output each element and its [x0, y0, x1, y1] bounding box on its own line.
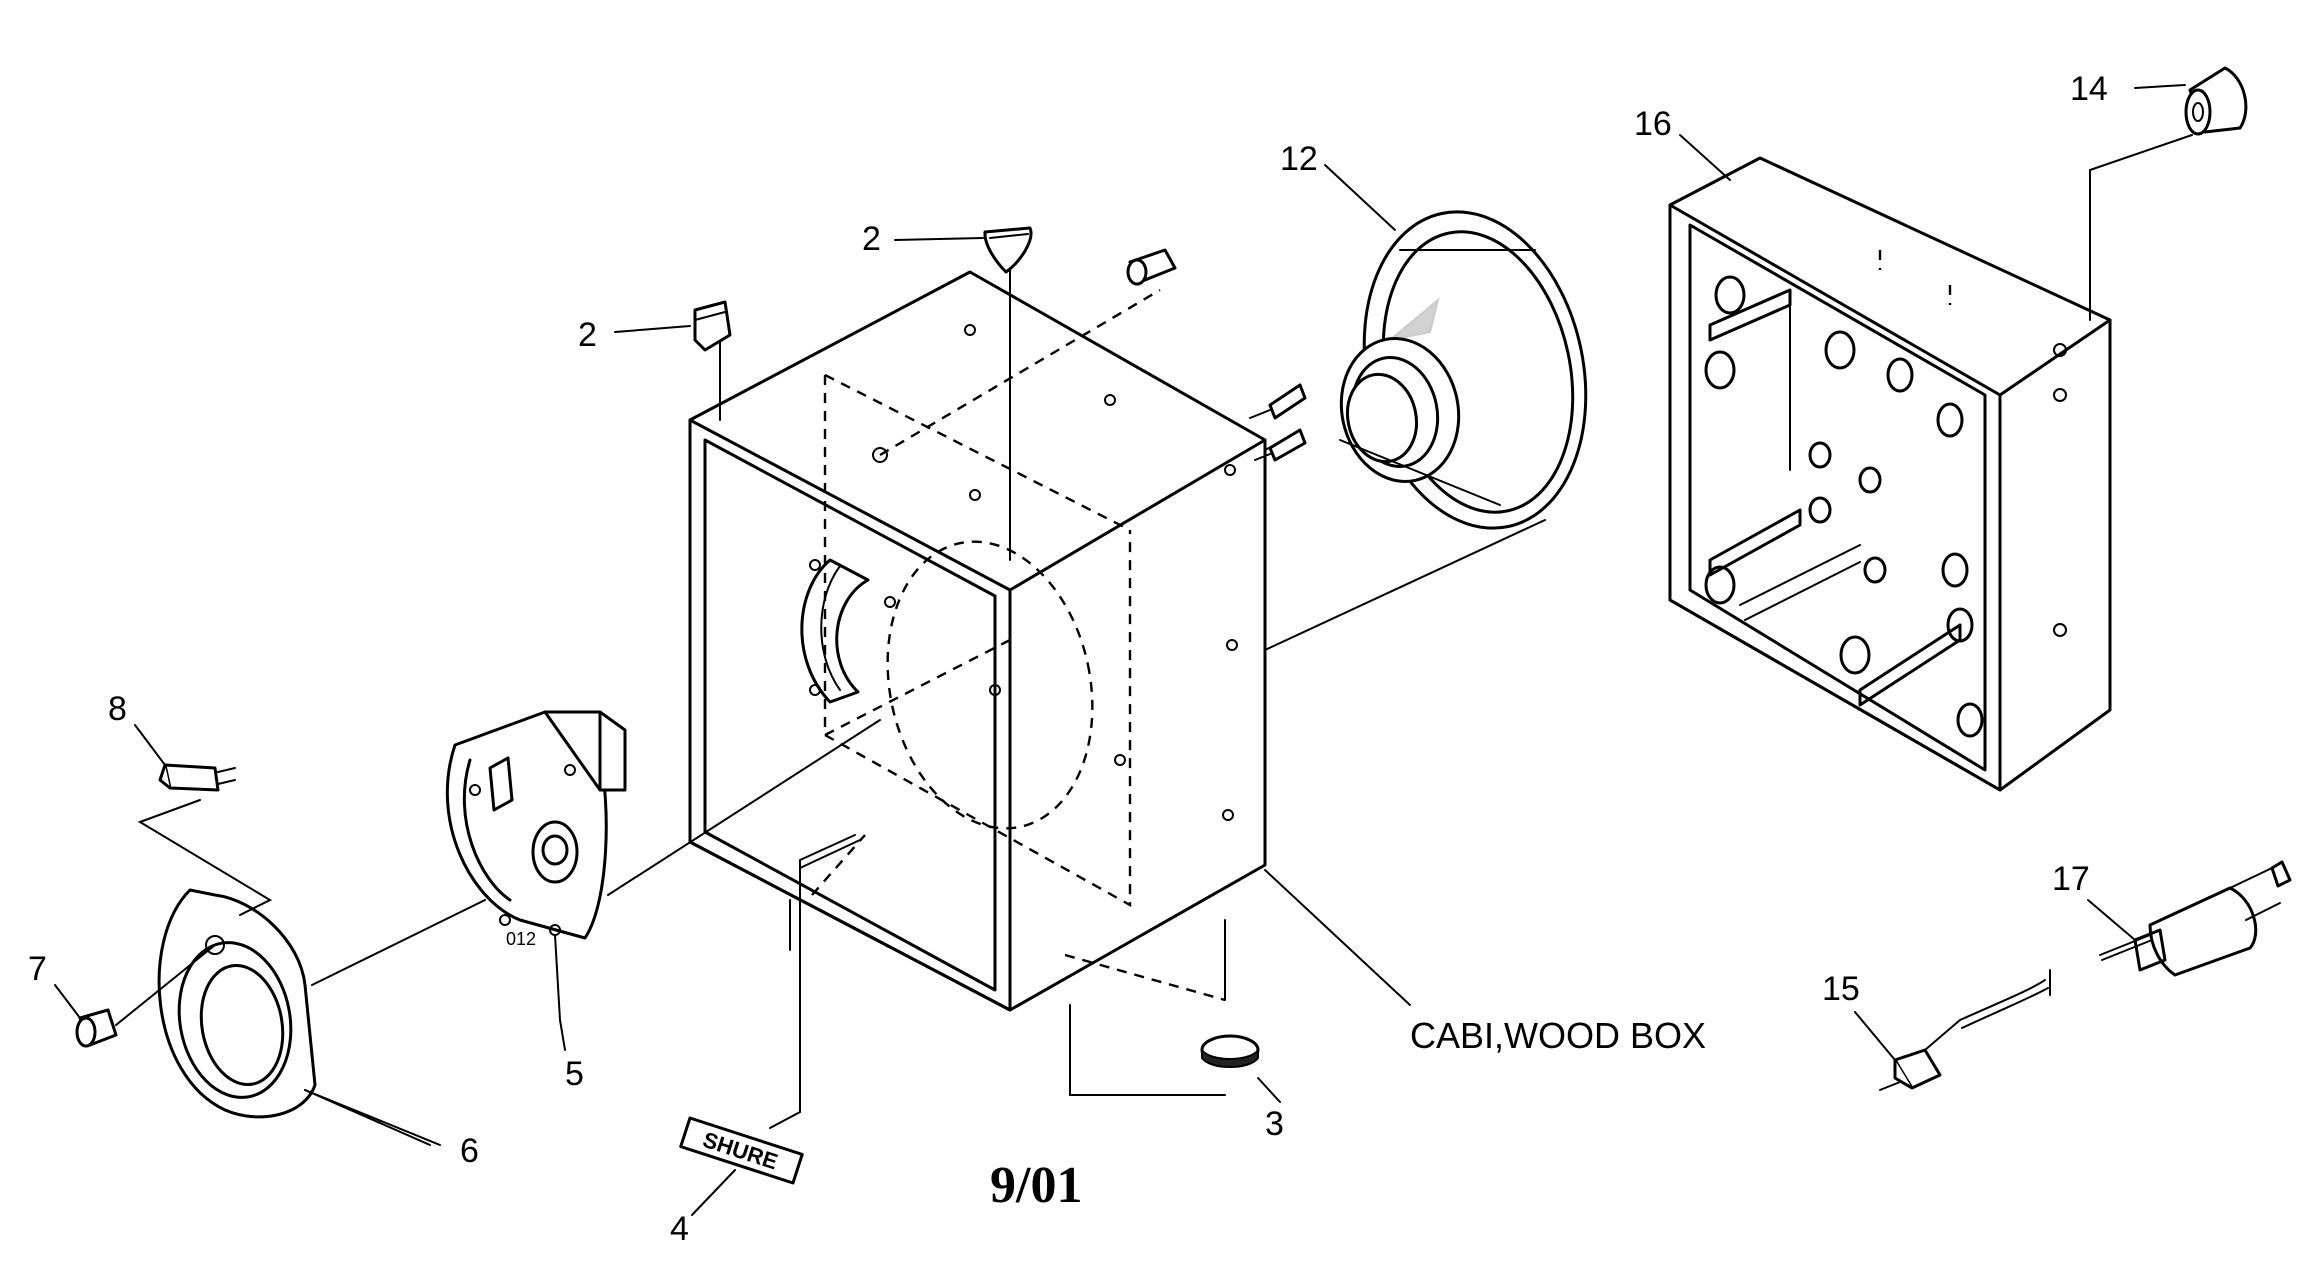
- tray-bosses: [1704, 275, 1984, 738]
- callout-6: 6: [460, 1132, 479, 1170]
- cabinet-wood-box: [688, 269, 1546, 1096]
- callout-2-left: 2: [578, 316, 597, 354]
- callout-17: 17: [2052, 860, 2090, 898]
- mounting-plate: 012: [445, 710, 881, 1021]
- callout-15: 15: [1822, 970, 1860, 1008]
- power-cord-plug: [1924, 860, 2292, 1051]
- callout-12: 12: [1280, 140, 1318, 178]
- slide-switch: [137, 763, 273, 916]
- foot-pad: [1200, 1034, 1260, 1068]
- revision-date: 9/01: [990, 1157, 1082, 1214]
- callout-14: 14: [2070, 70, 2108, 108]
- corner-cap-top: [983, 226, 1033, 274]
- speaker-driver: [1249, 210, 1588, 530]
- top-clip: [1126, 248, 1177, 286]
- cabinet-label: CABI,WOOD BOX: [1410, 1015, 1706, 1056]
- callout-8: 8: [108, 690, 127, 728]
- bezel-grille: [157, 888, 486, 1146]
- callout-7: 7: [28, 950, 47, 988]
- callout-4: 4: [670, 1210, 689, 1248]
- strain-relief: [1879, 1048, 1942, 1091]
- callout-leaders: [54, 84, 2186, 1216]
- callout-5: 5: [565, 1055, 584, 1093]
- callout-3: 3: [1265, 1105, 1284, 1143]
- callout-2-top: 2: [862, 220, 881, 258]
- corner-cap-left: [693, 300, 732, 352]
- rear-tray-panel: [1668, 156, 2112, 792]
- rubber-foot-knob: [2089, 66, 2248, 321]
- svg-text:012: 012: [506, 929, 536, 949]
- callout-16: 16: [1634, 105, 1672, 143]
- push-button: [75, 944, 216, 1048]
- callout-numbers: 2 2 3 4 5 6 7 8 12 14 15 16 17: [28, 70, 2108, 1248]
- cabinet-screw-holes: [809, 324, 1238, 821]
